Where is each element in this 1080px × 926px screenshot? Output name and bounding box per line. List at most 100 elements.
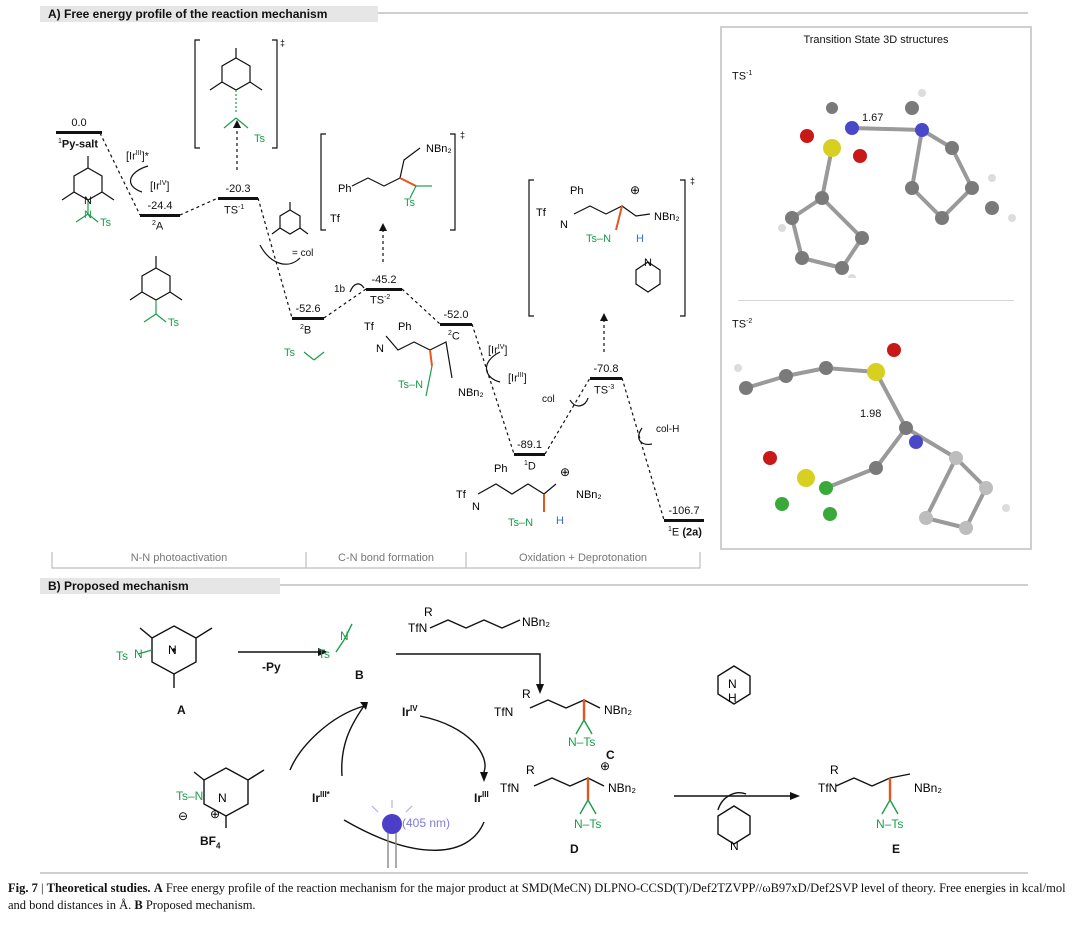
ir-iii-star-label: IrIII* <box>312 790 330 805</box>
svg-text:Ts–N: Ts–N <box>176 789 203 803</box>
mechanism-scheme: N Ts N Ts N TfN R NBn₂ TfN R NBn₂ N–Ts T… <box>116 605 942 868</box>
svg-text:Tf: Tf <box>364 321 375 333</box>
energy-2c: -52.0 <box>443 309 469 321</box>
svg-text:N: N <box>728 677 737 691</box>
level-1d <box>514 453 545 456</box>
ts1-label: TS-1 <box>732 70 753 83</box>
reagent-col: col <box>542 394 555 405</box>
svg-text:Tf: Tf <box>456 489 467 501</box>
section-b-title: B) Proposed mechanism <box>48 579 189 593</box>
svg-text:R: R <box>522 687 531 701</box>
svg-text:R: R <box>424 605 433 619</box>
reagent-ir3: [IrIII] <box>508 372 527 385</box>
svg-text:N: N <box>168 643 177 657</box>
phase-cn-formation: C-N bond formation <box>338 552 434 564</box>
svg-text:NBn₂: NBn₂ <box>458 387 484 399</box>
svg-text:NBn₂: NBn₂ <box>576 489 602 501</box>
ir-iv-label: IrIV <box>402 704 418 719</box>
caption-rule <box>40 872 1028 874</box>
svg-text:N: N <box>84 209 92 221</box>
svg-text:TfN: TfN <box>494 705 513 719</box>
bf4-label: BF4 <box>200 834 221 851</box>
reagent-1b: 1b <box>334 284 346 295</box>
phase-oxidation: Oxidation + Deprotonation <box>518 552 648 564</box>
level-1e <box>664 519 704 522</box>
section-b-header-line <box>280 584 1028 586</box>
svg-text:N: N <box>730 839 739 853</box>
svg-text:Ts: Ts <box>318 647 330 661</box>
minus-py-label: -Py <box>262 660 281 674</box>
reagent-col-h: col-H <box>656 424 680 435</box>
label-1d: 1D <box>524 460 536 473</box>
label-2a: 2A <box>152 220 164 233</box>
svg-text:⊕: ⊕ <box>560 465 570 479</box>
energy-1d: -89.1 <box>516 439 543 451</box>
label-ts3: TS-3 <box>594 384 615 397</box>
svg-text:N–Ts: N–Ts <box>876 817 903 831</box>
light-label: (405 nm) <box>402 816 451 830</box>
svg-text:‡: ‡ <box>280 38 285 48</box>
svg-text:Ts: Ts <box>100 217 112 229</box>
caption-title: Theoretical studies. <box>46 881 151 895</box>
ts-panel-divider <box>738 300 1014 301</box>
svg-text:N–Ts: N–Ts <box>574 817 601 831</box>
svg-text:Ts–N: Ts–N <box>586 233 611 245</box>
ts1-3d-structure <box>778 89 1016 278</box>
ts-panel-title: Transition State 3D structures <box>803 34 949 46</box>
mech-label-d: D <box>570 842 579 856</box>
svg-text:‡: ‡ <box>690 176 695 186</box>
level-ts3 <box>590 377 622 380</box>
svg-text:NBn₂: NBn₂ <box>654 211 680 223</box>
svg-text:⊕: ⊕ <box>630 183 640 197</box>
svg-text:Ts: Ts <box>168 317 180 329</box>
svg-text:Ts: Ts <box>254 133 266 145</box>
section-b-header-bar <box>40 578 280 594</box>
svg-text:⊖: ⊖ <box>178 809 188 823</box>
label-2b: 2B <box>300 324 312 337</box>
svg-text:Ts–N: Ts–N <box>398 379 423 391</box>
svg-text:NBn₂: NBn₂ <box>604 703 632 717</box>
energy-2b: -52.6 <box>295 303 321 315</box>
svg-text:H: H <box>728 691 737 705</box>
energy-ts3: -70.8 <box>593 363 619 375</box>
svg-text:N: N <box>644 257 652 269</box>
svg-text:Tf: Tf <box>330 213 341 225</box>
label-ts1: TS-1 <box>224 204 245 217</box>
label-ts2: TS-2 <box>370 294 391 307</box>
svg-text:N: N <box>472 501 480 513</box>
ts2-label: TS-2 <box>732 318 753 331</box>
ts2-3d-structure <box>734 343 1010 535</box>
svg-text:N: N <box>218 791 227 805</box>
svg-text:N: N <box>376 343 384 355</box>
svg-text:Ts: Ts <box>284 347 296 359</box>
svg-text:R: R <box>526 763 535 777</box>
svg-text:NBn₂: NBn₂ <box>522 615 550 629</box>
label-2c: 2C <box>448 330 460 343</box>
section-a-header-line <box>378 12 1028 14</box>
reagent-col-eq: = col <box>292 248 314 259</box>
svg-text:Ph: Ph <box>338 183 351 195</box>
ir-iii-label: IrIII <box>474 790 489 805</box>
svg-text:TfN: TfN <box>818 781 837 795</box>
svg-text:Ph: Ph <box>398 321 411 333</box>
phase-photoactivation: N-N photoactivation <box>130 552 228 564</box>
ts-structures-panel: Transition State 3D structures TS-1 TS-2 <box>720 26 1032 550</box>
label-1e: 1E (2a) <box>668 526 702 539</box>
level-2c <box>440 323 472 326</box>
svg-text:N: N <box>84 195 92 207</box>
reagent-ir4-b: [IrIV] <box>488 344 508 357</box>
svg-text:‡: ‡ <box>460 130 465 140</box>
label-py-salt: 1Py-salt <box>58 138 98 151</box>
mech-label-b: B <box>355 668 364 682</box>
reagent-ir3-star: [IrIII]* <box>126 150 149 163</box>
svg-text:Ts–N: Ts–N <box>508 517 533 529</box>
energy-1e: -106.7 <box>668 505 700 517</box>
mech-label-c: C <box>606 748 615 762</box>
reagent-ir4: [IrIV] <box>150 180 170 193</box>
ts2-distance: 1.98 <box>860 408 882 420</box>
figure-caption: Fig. 7 | Theoretical studies. A Free ene… <box>8 881 1066 912</box>
ts1-distance: 1.67 <box>862 112 884 124</box>
svg-text:R: R <box>830 763 839 777</box>
svg-text:⊕: ⊕ <box>210 807 220 821</box>
svg-text:⊕: ⊕ <box>600 759 610 773</box>
